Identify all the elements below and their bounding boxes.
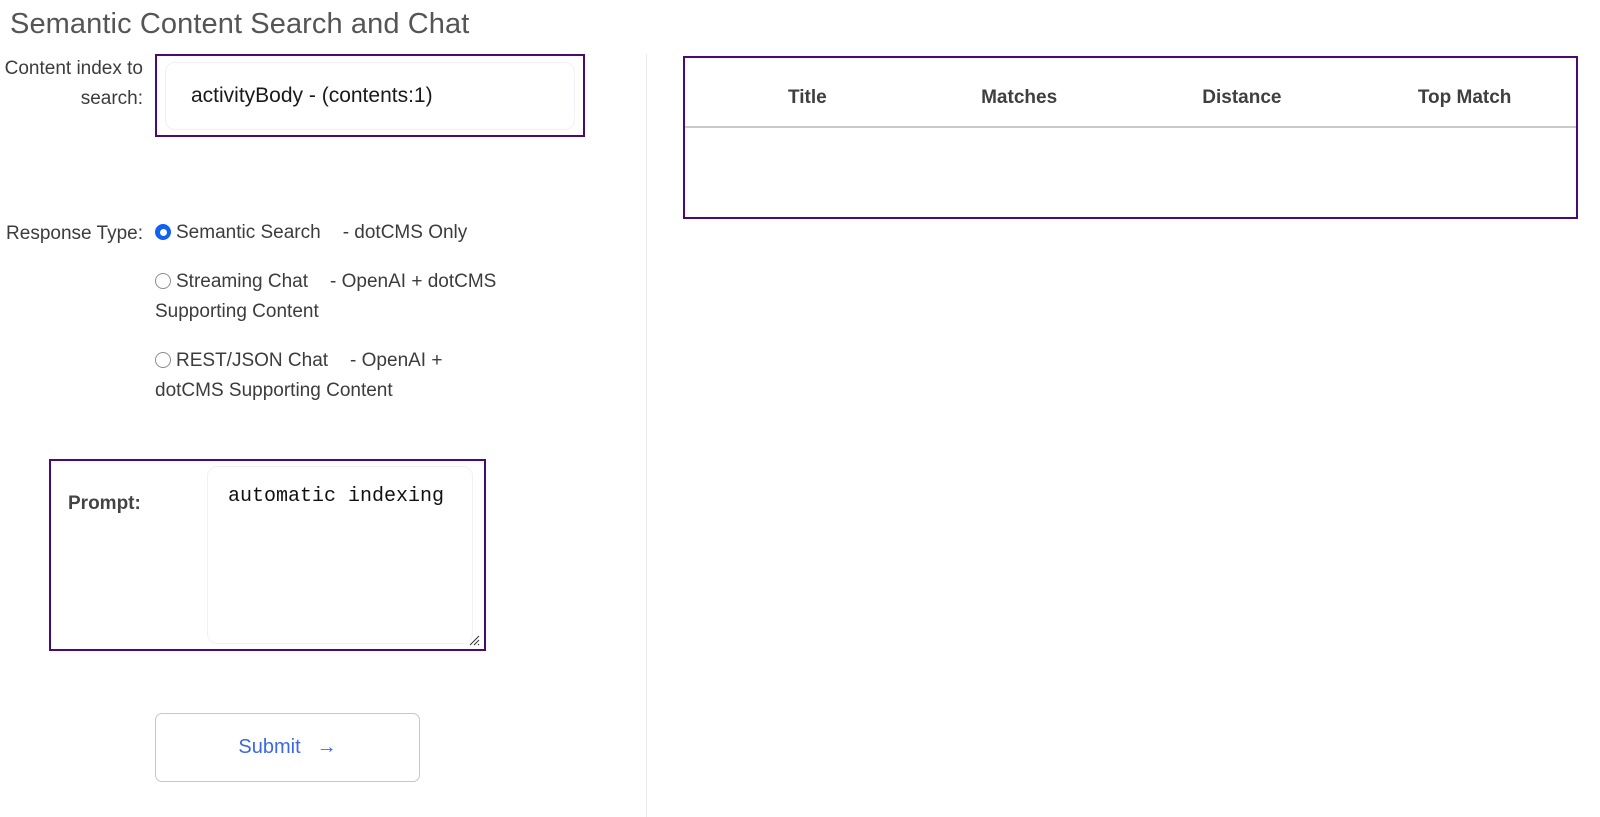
results-empty-row [685,127,1576,196]
results-panel: Title Matches Distance Top Match [683,56,1578,219]
radio-option-rest-json-chat[interactable]: REST/JSON Chat- OpenAI + dotCMS Supporti… [155,346,515,406]
page-title: Semantic Content Search and Chat [10,8,470,40]
results-table-body [685,127,1576,196]
content-index-frame: activityBody - (contents:1) [155,54,585,137]
column-header-title[interactable]: Title [685,58,908,128]
submit-wrapper: Submit → [155,713,420,782]
content-index-select[interactable]: activityBody - (contents:1) [165,61,575,130]
column-header-distance[interactable]: Distance [1130,58,1354,128]
content-index-label: Content index to search: [4,58,143,109]
response-type-row: Response Type: Semantic Search - dotCMS O… [0,218,640,406]
prompt-row: Prompt: automatic indexing [49,459,486,651]
pane-divider [646,54,647,817]
radio-option-semantic-search-desc: - dotCMS Only [342,222,468,243]
radio-option-streaming-chat[interactable]: Streaming Chat- OpenAI + dotCMS Supporti… [155,267,515,327]
prompt-label: Prompt: [68,493,141,514]
radio-option-rest-json-chat-desc: - OpenAI + dotCMS Supporting Content [155,350,443,401]
results-table: Title Matches Distance Top Match [685,58,1576,196]
radio-option-rest-json-chat-label: REST/JSON Chat [176,350,329,371]
prompt-input[interactable]: automatic indexing [207,466,473,644]
results-empty-cell [685,127,1576,196]
search-form-pane: Content index to search: activityBody - … [0,54,646,817]
radio-indicator-icon[interactable] [155,224,171,240]
submit-button-label: Submit [238,736,301,758]
results-table-head: Title Matches Distance Top Match [685,58,1576,128]
submit-button[interactable]: Submit → [155,713,420,782]
response-type-label: Response Type: [6,223,143,244]
radio-option-semantic-search[interactable]: Semantic Search - dotCMS Only [155,218,515,248]
response-type-radio-group: Semantic Search - dotCMS Only Streaming C… [155,218,515,406]
results-table-header-row: Title Matches Distance Top Match [685,58,1576,128]
radio-option-semantic-search-label: Semantic Search [176,222,321,243]
arrow-right-icon: → [316,736,337,758]
column-header-matches[interactable]: Matches [907,58,1131,128]
radio-indicator-icon[interactable] [155,273,171,289]
column-header-top-match[interactable]: Top Match [1353,58,1576,128]
content-index-row: Content index to search: activityBody - … [0,54,640,137]
radio-option-streaming-chat-label: Streaming Chat [176,271,309,292]
radio-indicator-icon[interactable] [155,352,171,368]
radio-option-streaming-chat-desc: - OpenAI + dotCMS Supporting Content [155,271,497,322]
